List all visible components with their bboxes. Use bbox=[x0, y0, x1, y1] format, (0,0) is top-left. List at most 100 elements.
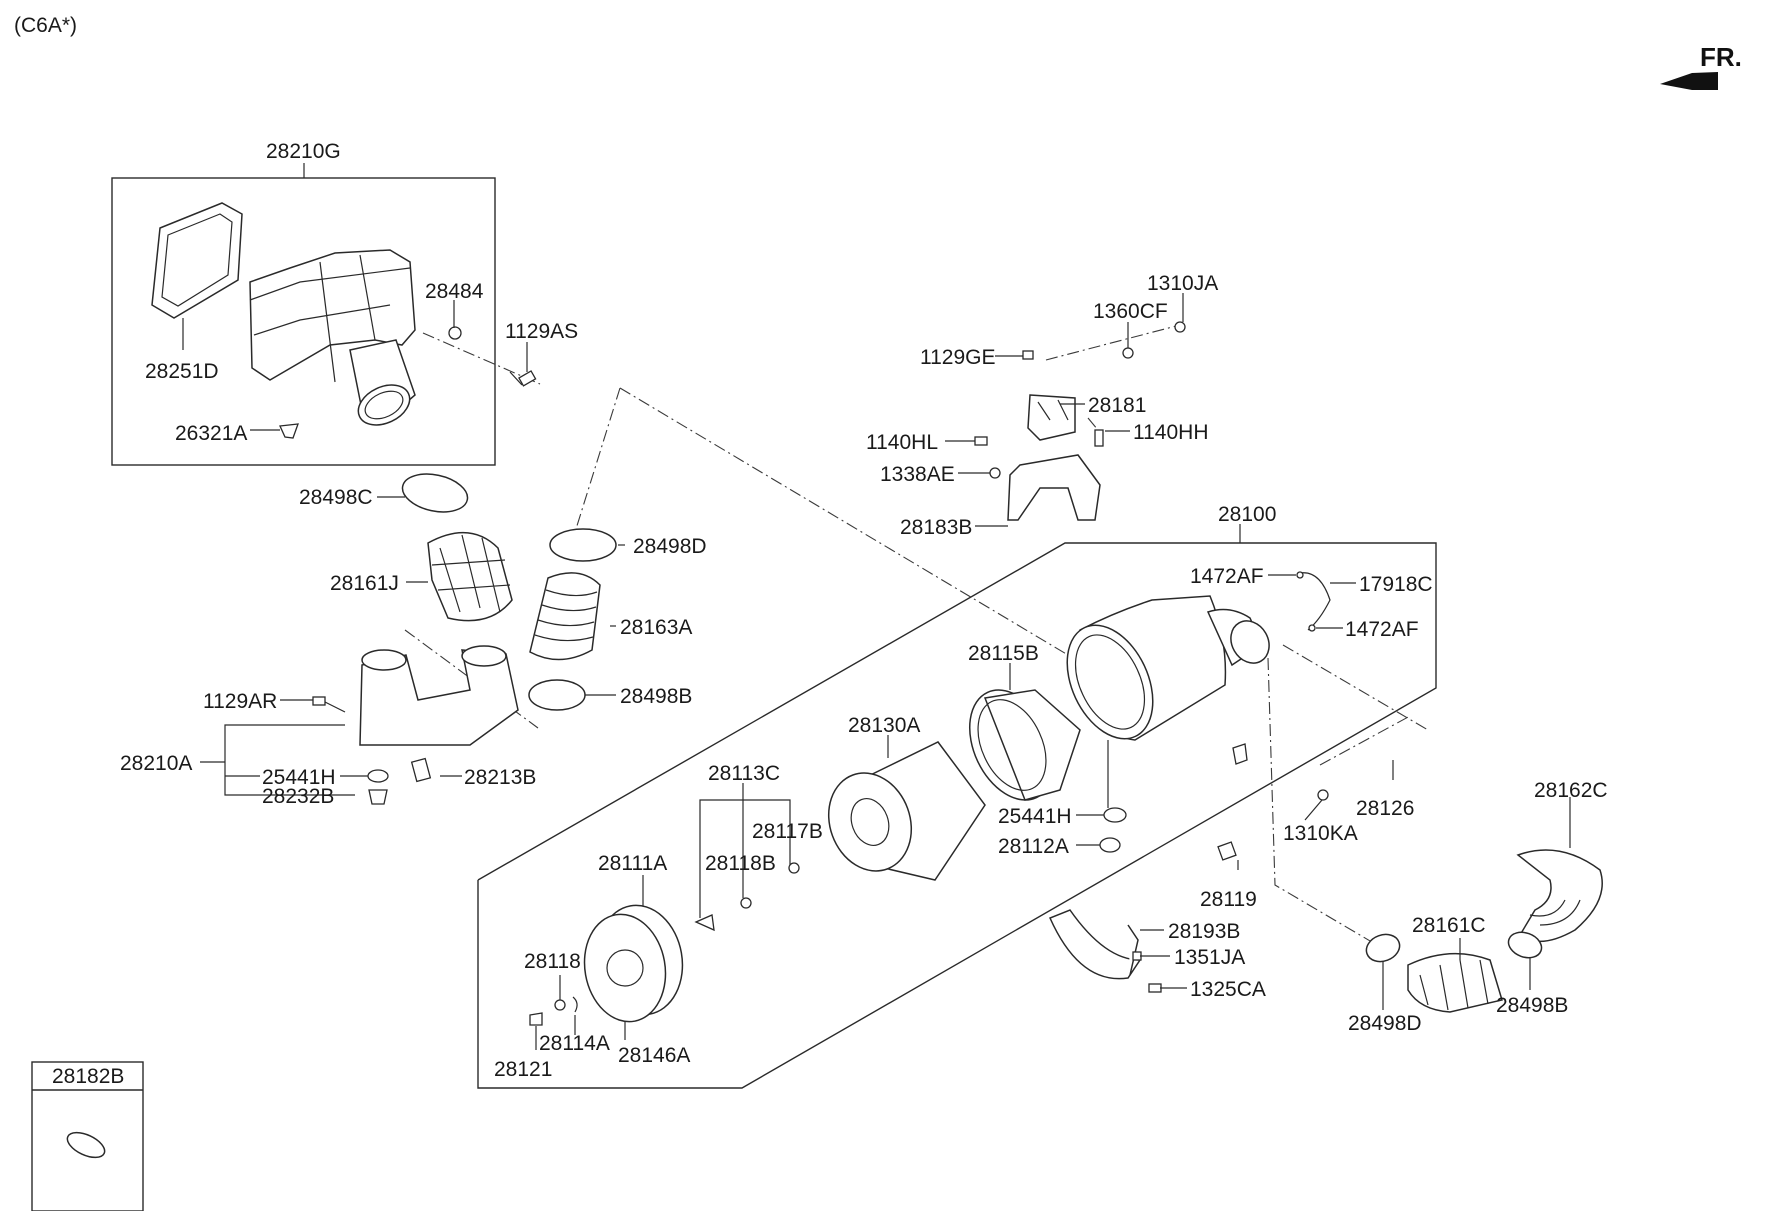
label-28119: 28119 bbox=[1200, 888, 1257, 911]
intake-duct-28210a bbox=[359, 645, 519, 746]
label-28183b: 28183B bbox=[900, 516, 972, 539]
label-1129ar: 1129AR bbox=[203, 690, 277, 713]
front-label: FR. bbox=[1700, 42, 1742, 72]
cover-28111a bbox=[583, 904, 684, 1023]
label-28210g: 28210G bbox=[266, 140, 341, 163]
label-28484: 28484 bbox=[425, 280, 484, 303]
clamp-28182b bbox=[66, 1131, 106, 1159]
washer-28117b bbox=[788, 862, 800, 874]
nut-28118 bbox=[554, 999, 566, 1011]
bolt-1129as bbox=[509, 370, 537, 387]
bracket-28193b bbox=[1048, 909, 1142, 980]
grommet-25441h-left bbox=[367, 769, 389, 783]
bracket-28213b bbox=[410, 757, 432, 783]
label-28121: 28121 bbox=[494, 1058, 552, 1081]
label-1129as: 1129AS bbox=[505, 320, 578, 343]
label-28100: 28100 bbox=[1218, 503, 1276, 526]
bracket-28181 bbox=[1027, 394, 1076, 441]
label-1325ca: 1325CA bbox=[1190, 978, 1266, 1001]
label-28161j: 28161J bbox=[330, 572, 399, 595]
cap-28232b bbox=[368, 789, 388, 805]
label-28210a: 28210A bbox=[120, 752, 192, 775]
label-1472af-b: 1472AF bbox=[1345, 618, 1419, 641]
clamp-28498d-top bbox=[549, 528, 617, 562]
clamp-28498b-right bbox=[1507, 931, 1543, 959]
label-28163a: 28163A bbox=[620, 616, 692, 639]
label-28181: 28181 bbox=[1088, 394, 1146, 417]
label-1140hl: 1140HL bbox=[866, 431, 938, 454]
label-1338ae: 1338AE bbox=[880, 463, 955, 486]
label-17918c: 17918C bbox=[1359, 573, 1433, 596]
washer-28118b bbox=[740, 897, 752, 909]
hose-17918c bbox=[1299, 572, 1331, 631]
bolt-1325ca bbox=[1148, 983, 1162, 993]
bolt-1140hl bbox=[974, 436, 988, 446]
bolt-1310ka bbox=[1317, 789, 1329, 801]
label-28117b: 28117B bbox=[752, 820, 823, 843]
leader-lines bbox=[182, 163, 1571, 1050]
label-1472af-a: 1472AF bbox=[1190, 565, 1264, 588]
clamp-28498d-bottom bbox=[1365, 933, 1401, 963]
frame-28100 bbox=[477, 542, 1437, 1089]
label-28111a: 28111A bbox=[598, 852, 667, 875]
label-28498b-left: 28498B bbox=[620, 685, 692, 708]
model-code: (C6A*) bbox=[14, 14, 77, 37]
label-1140hh: 1140HH bbox=[1133, 421, 1209, 444]
inner-filter-28115b bbox=[968, 689, 1081, 801]
label-28118b: 28118B bbox=[705, 852, 776, 875]
clip-1472af-b bbox=[1308, 624, 1316, 632]
label-26321a: 26321A bbox=[175, 422, 247, 445]
label-25441h-mid: 25441H bbox=[998, 805, 1072, 828]
grommet-25441h-mid bbox=[1103, 807, 1127, 823]
clamp-28498b-left bbox=[528, 679, 586, 711]
hose-28163a bbox=[529, 572, 601, 661]
label-28498d-top: 28498D bbox=[633, 535, 707, 558]
label-28146a: 28146A bbox=[618, 1044, 690, 1067]
label-28112a: 28112A bbox=[998, 835, 1069, 858]
hose-28162c bbox=[1516, 849, 1603, 943]
bracket-28126 bbox=[1232, 743, 1248, 765]
label-25441h-left: 25441H bbox=[262, 766, 336, 789]
label-28113c: 28113C bbox=[708, 762, 780, 785]
hose-28161j bbox=[427, 532, 513, 622]
label-1129ge: 1129GE bbox=[920, 346, 996, 369]
label-28182b: 28182B bbox=[52, 1065, 124, 1088]
label-28126: 28126 bbox=[1356, 797, 1414, 820]
washer-1360cf bbox=[1122, 347, 1134, 359]
label-28498b-right: 28498B bbox=[1496, 994, 1568, 1017]
label-28162c: 28162C bbox=[1534, 779, 1608, 802]
element-28130a bbox=[827, 741, 986, 881]
label-1351ja: 1351JA bbox=[1174, 946, 1245, 969]
label-28213b: 28213B bbox=[464, 766, 536, 789]
wing-nut-28113c bbox=[694, 914, 715, 932]
clamp-28498c bbox=[401, 473, 469, 513]
bracket-28183b bbox=[1007, 454, 1101, 521]
label-28118: 28118 bbox=[524, 950, 581, 973]
label-28130a: 28130A bbox=[848, 714, 920, 737]
bolt-1140hh bbox=[1094, 429, 1104, 447]
label-28251d: 28251D bbox=[145, 360, 219, 383]
label-28498c: 28498C bbox=[299, 486, 373, 509]
front-arrow-icon: FR. bbox=[1660, 42, 1742, 90]
label-28161c: 28161C bbox=[1412, 914, 1486, 937]
bolt-1129ge bbox=[1022, 350, 1034, 360]
label-1310ka: 1310KA bbox=[1283, 822, 1358, 845]
air-cleaner-cover bbox=[249, 249, 416, 426]
nut-1310ja bbox=[1174, 321, 1186, 333]
clip-1472af-a bbox=[1296, 571, 1304, 579]
label-28498d-bottom: 28498D bbox=[1348, 1012, 1422, 1035]
cap-28112a bbox=[1099, 837, 1121, 853]
label-28232b: 28232B bbox=[262, 785, 334, 808]
air-cleaner-body bbox=[1066, 595, 1270, 741]
nut-1338ae bbox=[989, 467, 1001, 479]
frame-28182b bbox=[31, 1061, 144, 1211]
clip-28114a bbox=[572, 996, 578, 1013]
label-1310ja: 1310JA bbox=[1147, 272, 1218, 295]
label-28193b: 28193B bbox=[1168, 920, 1240, 943]
bolt-1351ja bbox=[1132, 951, 1142, 961]
bolt-28121 bbox=[529, 1012, 543, 1026]
hose-28161c bbox=[1407, 952, 1503, 1013]
part-labels: 28210G 28484 1129AS 28251D 26321A 28498C… bbox=[52, 140, 1608, 1088]
label-1360cf: 1360CF bbox=[1093, 300, 1168, 323]
